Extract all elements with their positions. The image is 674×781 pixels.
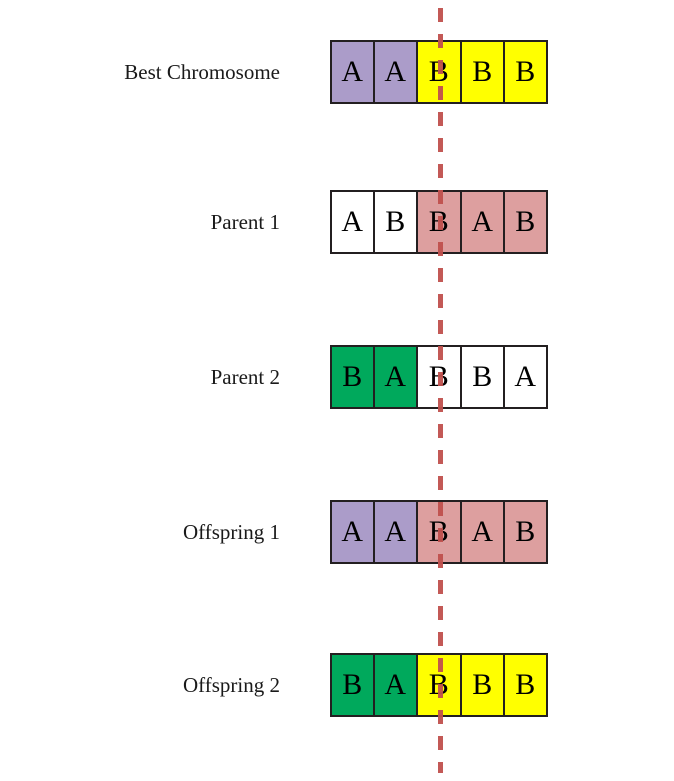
gene-cell: A	[373, 653, 417, 717]
row-label: Parent 1	[210, 210, 280, 234]
chromosome-strip: AABBB	[330, 40, 548, 104]
gene-cell: B	[504, 40, 548, 104]
gene-cell: B	[460, 40, 504, 104]
row-label: Offspring 1	[182, 520, 280, 544]
chromosome-strip: AABAB	[330, 500, 548, 564]
crossover-line-icon	[438, 8, 443, 773]
gene-cell: B	[460, 345, 504, 409]
gene-cell: A	[460, 190, 504, 254]
gene-cell: B	[373, 190, 417, 254]
gene-cell: B	[504, 653, 548, 717]
chromosome-row: Best Chromosome AABBB	[0, 40, 674, 104]
gene-cell: B	[330, 653, 374, 717]
gene-cell: B	[460, 653, 504, 717]
gene-cell: A	[373, 500, 417, 564]
row-label: Best Chromosome	[124, 60, 280, 84]
gene-cell: B	[330, 345, 374, 409]
gene-cell: A	[330, 190, 374, 254]
chromosome-row: Offspring 2BABBB	[0, 653, 674, 717]
gene-cell: A	[330, 500, 374, 564]
gene-cell: B	[504, 500, 548, 564]
gene-cell: A	[504, 345, 548, 409]
chromosome-row: Parent 1ABBAB	[0, 190, 674, 254]
gene-cell: A	[460, 500, 504, 564]
gene-cell: A	[373, 345, 417, 409]
row-label: Offspring 2	[182, 673, 280, 697]
chromosome-strip: ABBAB	[330, 190, 548, 254]
chromosome-row: Offspring 1 AABAB	[0, 500, 674, 564]
chromosome-row: Parent 2BABBA	[0, 345, 674, 409]
row-label: Parent 2	[210, 365, 280, 389]
gene-cell: A	[373, 40, 417, 104]
chromosome-strip: BABBA	[330, 345, 548, 409]
gene-cell: B	[504, 190, 548, 254]
gene-cell: A	[330, 40, 374, 104]
